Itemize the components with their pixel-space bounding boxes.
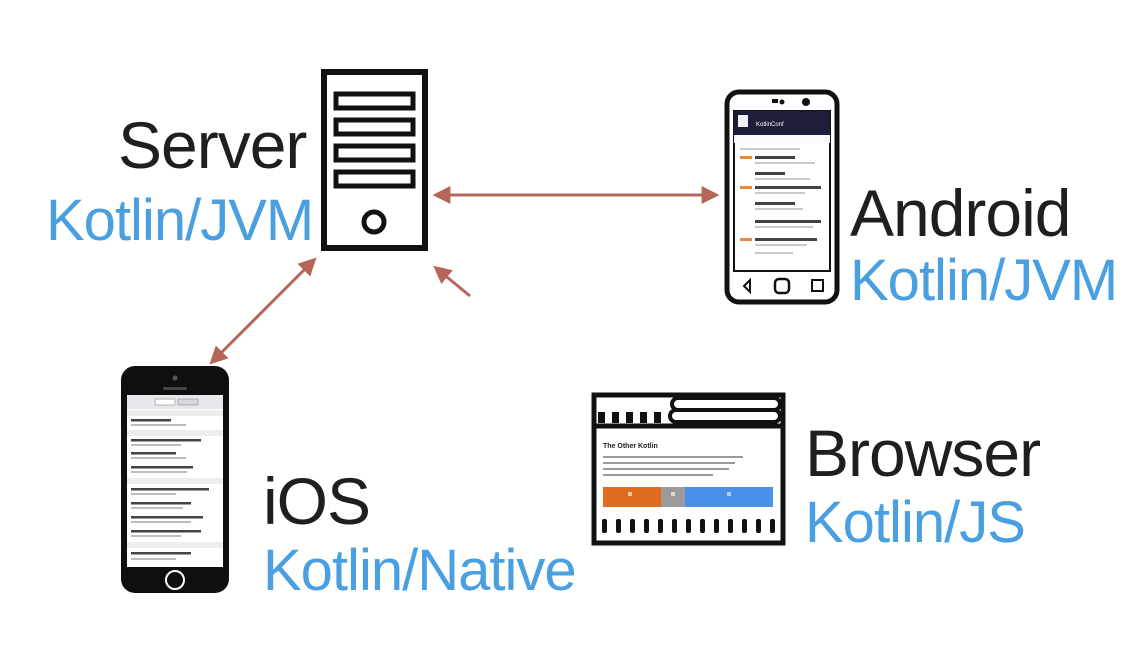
android-platform: Kotlin/JVM: [850, 248, 1118, 313]
server-platform: Kotlin/JVM: [46, 188, 314, 253]
browser-title: Browser: [805, 416, 1041, 490]
browser-page-heading: The Other Kotlin: [603, 443, 658, 450]
browser-window-icon: The Other Kotlin: [591, 392, 786, 546]
server-ios-arrow: [209, 257, 317, 365]
android-title: Android: [850, 176, 1071, 250]
server-icon: [321, 69, 428, 251]
android-phone-icon: KotlinConf: [724, 89, 840, 305]
server-title: Server: [118, 108, 307, 182]
iphone-icon: [121, 366, 229, 593]
browser-server-arrow: [433, 265, 471, 298]
ios-title: iOS: [263, 464, 371, 538]
ios-platform: Kotlin/Native: [263, 538, 577, 603]
android-app-title: KotlinConf: [756, 122, 784, 128]
browser-platform: Kotlin/JS: [805, 490, 1026, 555]
